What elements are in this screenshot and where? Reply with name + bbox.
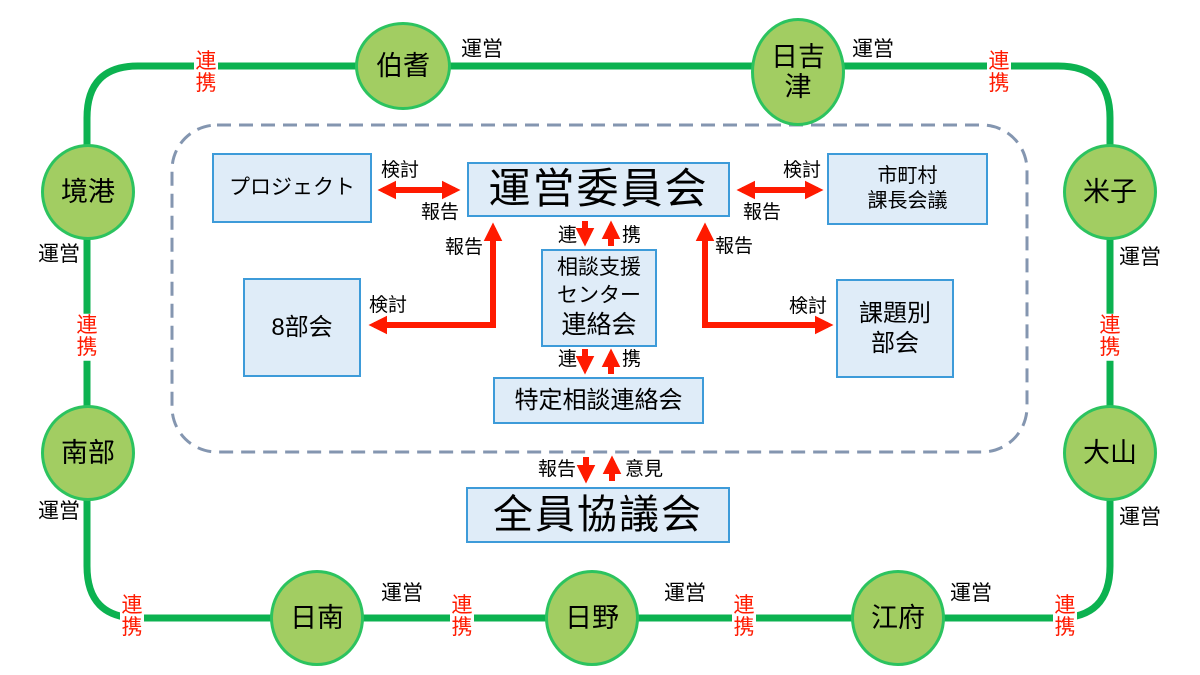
operate-label-top-right: 運営 <box>852 38 894 61</box>
houkoku-label-council: 報告 <box>538 459 577 480</box>
arrow-elbow-eight-steering <box>368 222 503 335</box>
town-label-kofu: 江府 <box>871 602 925 633</box>
specific-consultation-box: 特定相談連絡会 <box>493 377 704 424</box>
town-label-nanbu: 南部 <box>61 437 115 468</box>
arrow-elbow-kadai-steering <box>695 222 834 335</box>
operate-label-bottom-left: 運営 <box>381 582 423 605</box>
kento-label-eight: 検討 <box>369 295 408 316</box>
cooperate-label-top-left: 連携 <box>194 49 218 97</box>
iken-label-council: 意見 <box>625 459 664 480</box>
town-label-nichinan: 日南 <box>290 602 344 633</box>
inner-boundary-dashed <box>170 123 1029 454</box>
steering-committee-box: 運営委員会 <box>467 162 730 217</box>
town-circle-sakaiminato: 境港 <box>41 144 135 240</box>
cooperate-label-left: 連携 <box>75 313 99 361</box>
town-circle-daisen: 大山 <box>1063 405 1157 501</box>
town-circle-hino: 日野 <box>545 570 639 666</box>
cooperate-label-bottom-corner-left: 連携 <box>120 593 144 641</box>
consultation-center-label-line3: 連絡会 <box>561 311 637 340</box>
ren-label-upper: 連 <box>558 225 578 246</box>
mayors-meeting-box: 市町村 課長会議 <box>827 153 988 225</box>
consultation-center-label-line2: センター <box>557 283 641 307</box>
operate-label-bottom-right: 運営 <box>950 582 992 605</box>
operate-label-top-left: 運営 <box>461 38 503 61</box>
houkoku-label-mayors: 報告 <box>743 202 782 223</box>
issue-subcommittee-label-line1: 課題別 <box>859 299 931 327</box>
houkoku-label-project: 報告 <box>421 202 460 223</box>
town-circle-hiezu: 日吉津 <box>751 18 845 126</box>
houkoku-label-kadai-elbow: 報告 <box>715 236 754 257</box>
operate-label-left-upper: 運営 <box>38 243 80 266</box>
operate-label-right-upper: 運営 <box>1119 246 1161 269</box>
town-label-yonago: 米子 <box>1083 176 1137 207</box>
mayors-meeting-label-line2: 課長会議 <box>867 190 948 212</box>
mayors-meeting-label-line1: 市町村 <box>877 165 938 187</box>
kento-label-project: 検討 <box>381 160 420 181</box>
town-label-hino: 日野 <box>565 602 619 633</box>
houkoku-label-eight-elbow: 報告 <box>445 237 484 258</box>
consultation-center-label-line1: 相談支援 <box>557 256 641 280</box>
operate-label-bottom-middle: 運営 <box>664 582 706 605</box>
operate-label-left-lower: 運営 <box>38 500 80 523</box>
cooperate-label-bottom-left: 連携 <box>450 593 474 641</box>
town-label-hiezu: 日吉津 <box>771 41 825 102</box>
kei-label-upper: 携 <box>622 225 642 246</box>
eight-subcommittees-box: 8部会 <box>243 278 361 377</box>
cooperate-label-right: 連携 <box>1098 313 1122 361</box>
steering-committee-label: 運営委員会 <box>488 165 709 213</box>
town-circle-nichinan: 日南 <box>270 570 364 666</box>
ren-label-lower: 連 <box>558 349 578 370</box>
town-circle-yonago: 米子 <box>1063 144 1157 240</box>
town-label-sakaiminato: 境港 <box>61 176 115 207</box>
town-circle-nanbu: 南部 <box>41 405 135 501</box>
cooperate-label-bottom-right: 連携 <box>732 593 756 641</box>
specific-consultation-label: 特定相談連絡会 <box>514 386 683 414</box>
cooperate-label-bottom-corner-right: 連携 <box>1053 593 1077 641</box>
issue-subcommittee-box: 課題別 部会 <box>836 279 954 378</box>
kento-label-mayors: 検討 <box>783 160 822 181</box>
town-label-hoki: 伯耆 <box>376 50 430 81</box>
issue-subcommittee-label-line2: 部会 <box>871 329 919 357</box>
operate-label-right-lower: 運営 <box>1119 506 1161 529</box>
consultation-center-box: 相談支援 センター 連絡会 <box>541 249 657 347</box>
project-box-label: プロジェクト <box>229 175 355 199</box>
kento-label-kadai: 検討 <box>789 296 828 317</box>
cooperate-label-top-right: 連携 <box>987 49 1011 97</box>
town-circle-hoki: 伯耆 <box>355 22 451 110</box>
town-circle-kofu: 江府 <box>851 570 945 666</box>
town-label-daisen: 大山 <box>1083 437 1137 468</box>
project-box: プロジェクト <box>212 153 372 223</box>
kei-label-lower: 携 <box>622 349 642 370</box>
all-members-council-label: 全員協議会 <box>493 493 703 537</box>
eight-subcommittees-label: 8部会 <box>271 313 333 341</box>
all-members-council-box: 全員協議会 <box>466 487 730 543</box>
